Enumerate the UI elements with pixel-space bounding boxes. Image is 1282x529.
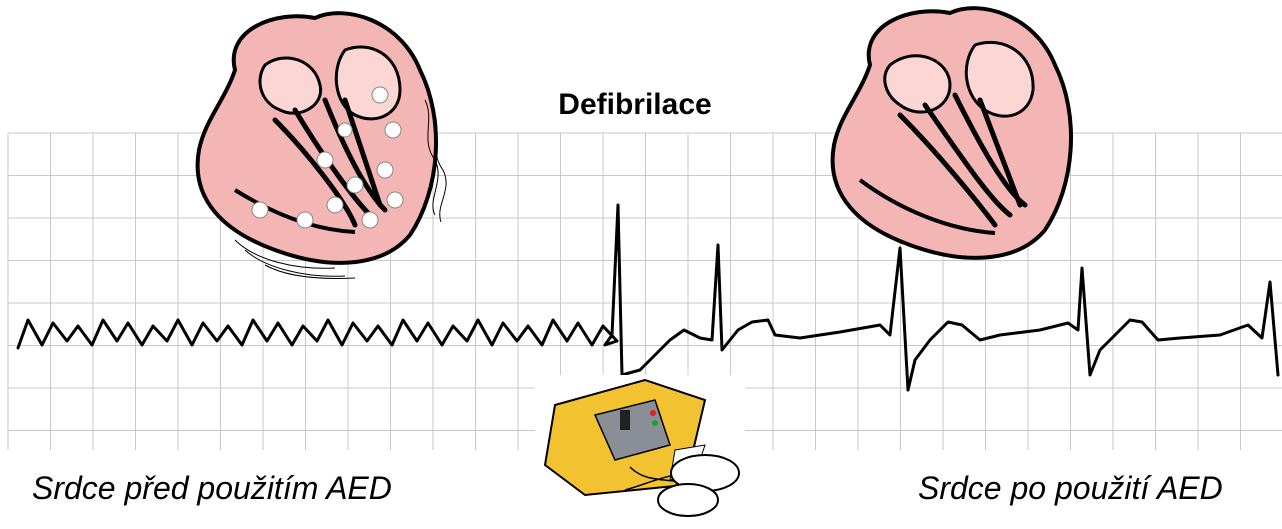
ecg-trace <box>18 205 1278 390</box>
diagram-title: Defibrilace <box>520 88 750 122</box>
caption-after-aed: Srdce po použití AED <box>918 470 1223 507</box>
caption-before-aed: Srdce před použitím AED <box>32 470 392 507</box>
heart-fibrillating-icon <box>198 13 447 278</box>
heart-normal-icon <box>833 8 1071 258</box>
